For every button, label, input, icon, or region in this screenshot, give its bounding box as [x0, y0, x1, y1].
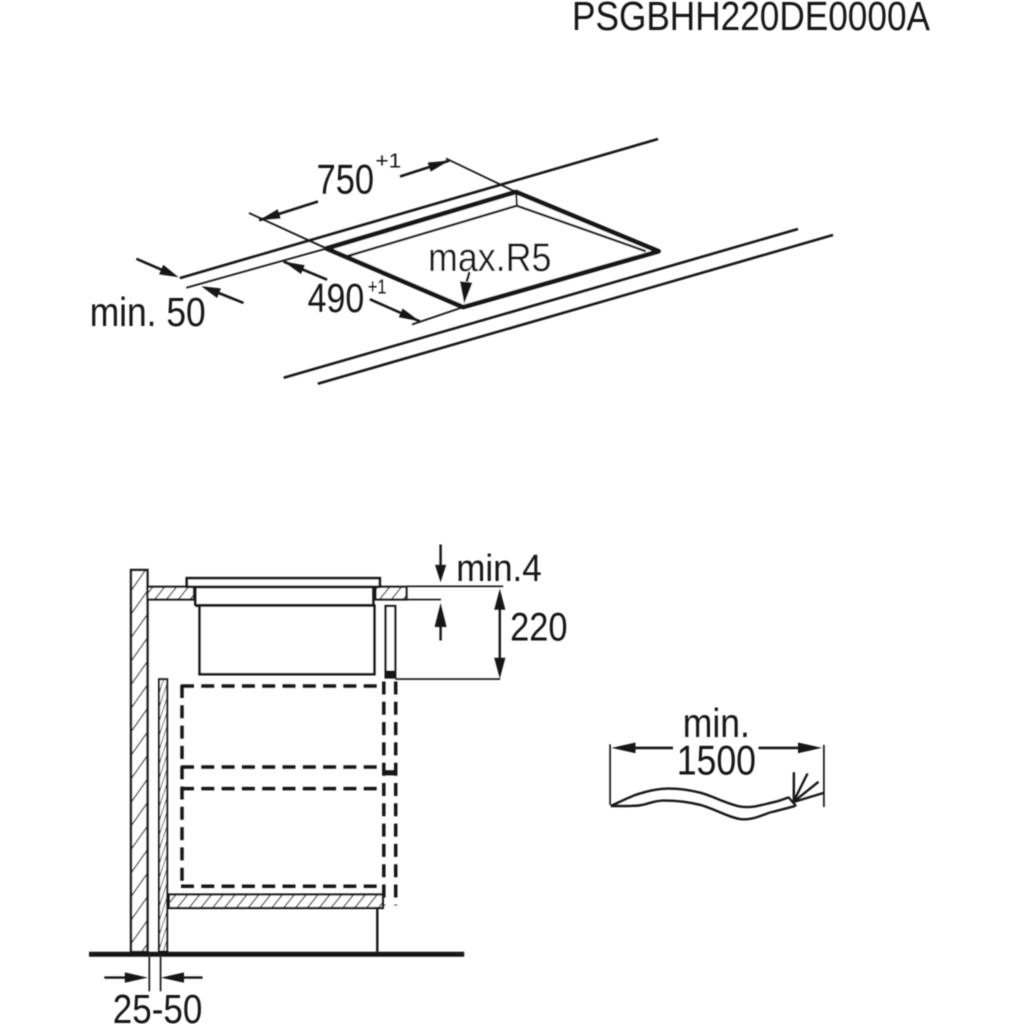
svg-text:min.: min.: [683, 700, 750, 746]
svg-text:+1: +1: [375, 150, 401, 172]
svg-text:PSGBHH220DE0000A: PSGBHH220DE0000A: [572, 0, 931, 39]
svg-text:490: 490: [308, 275, 365, 321]
svg-text:220: 220: [510, 606, 567, 650]
svg-text:min. 50: min. 50: [90, 289, 206, 335]
svg-text:max.R5: max.R5: [428, 236, 551, 280]
svg-text:25-50: 25-50: [113, 986, 203, 1024]
svg-text:1500: 1500: [677, 737, 756, 784]
svg-text:+1: +1: [368, 276, 387, 298]
svg-text:min.4: min.4: [456, 548, 542, 590]
svg-text:750: 750: [317, 156, 374, 203]
